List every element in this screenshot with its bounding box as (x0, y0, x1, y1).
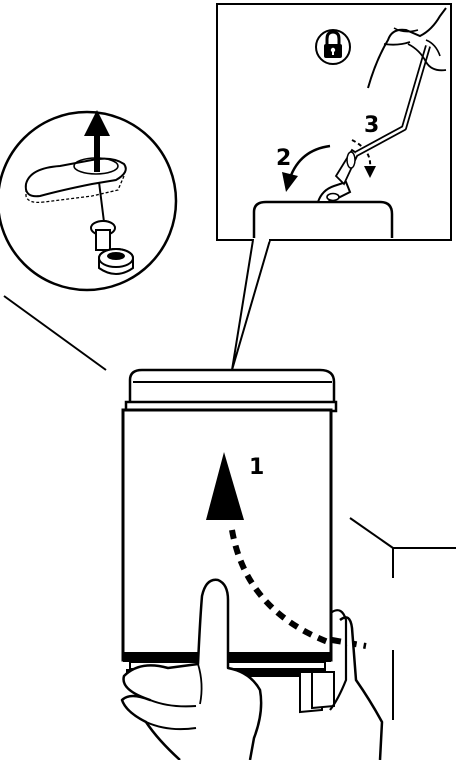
wall-line-left (3, 295, 107, 371)
left-hand (120, 578, 263, 760)
strap (24, 157, 127, 198)
arrow-step-3 (351, 139, 376, 178)
appliance: 1 (121, 368, 367, 714)
lock-icon (315, 29, 351, 65)
knob-detail-circle (0, 110, 178, 292)
step-label-3: 3 (364, 113, 379, 138)
detail-callout: 2 3 (216, 3, 452, 371)
step-label-1: 1 (249, 455, 264, 480)
hand-with-wrench (367, 7, 447, 89)
right-hand (329, 609, 384, 760)
arrow-step-2 (282, 144, 331, 192)
hex-wrench (354, 45, 431, 157)
wall-corner-right (349, 517, 456, 720)
appliance-lid (128, 368, 336, 407)
knob (90, 220, 134, 275)
pull-up-arrow (84, 110, 110, 172)
step-label-2: 2 (276, 146, 291, 171)
